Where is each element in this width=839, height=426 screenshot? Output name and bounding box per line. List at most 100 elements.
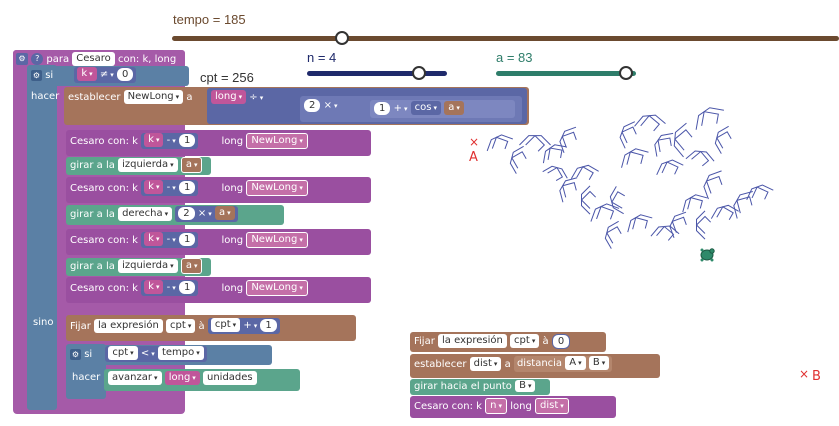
k-variable[interactable]: k▾ <box>144 280 164 294</box>
k-minus-one[interactable]: k▾ -▾ 1 <box>141 280 199 296</box>
a-variable[interactable]: a▾ <box>444 101 464 115</box>
fractal-motif <box>654 132 674 157</box>
turtle-icon[interactable] <box>698 245 716 263</box>
k-variable[interactable]: k▾ <box>144 133 164 147</box>
point-b-field[interactable]: B▾ <box>515 380 536 392</box>
cpt-variable[interactable]: cpt▾ <box>108 346 138 360</box>
plus-operator[interactable]: +▾ <box>393 103 408 114</box>
expression-field[interactable]: la expresión <box>94 319 163 333</box>
k-variable[interactable]: k▾ <box>144 180 164 194</box>
zero-value[interactable]: 0 <box>116 67 134 81</box>
k-variable[interactable]: k▾ <box>77 67 97 81</box>
expression-field[interactable]: la expresión <box>438 334 507 348</box>
forward-field[interactable]: avanzar▾ <box>108 371 162 385</box>
long-variable[interactable]: long▾ <box>211 90 247 104</box>
one-value[interactable]: 1 <box>178 180 196 194</box>
point-a-field[interactable]: A▾ <box>565 356 586 370</box>
one-value[interactable]: 1 <box>260 318 277 332</box>
lt-operator[interactable]: <▾ <box>140 348 155 359</box>
dist-variable[interactable]: dist▾ <box>534 398 569 414</box>
cesaro-call-4[interactable]: Cesaro con: k k▾ -▾ 1 long NewLong▾ <box>66 277 371 303</box>
set-dist-block[interactable]: establecer dist▾ a distancia A▾ B▾ <box>410 354 660 378</box>
newlong-variable[interactable]: NewLong▾ <box>246 280 308 296</box>
minus-operator[interactable]: -▾ <box>166 234 176 245</box>
cesaro-call-2[interactable]: Cesaro con: k k▾ -▾ 1 long NewLong▾ <box>66 177 371 203</box>
point-b-field[interactable]: B▾ <box>588 356 610 370</box>
forward-block[interactable]: avanzar▾ long▾ unidades <box>104 369 300 391</box>
a-slider-handle[interactable] <box>619 66 633 80</box>
point-b-marker[interactable]: × <box>799 367 810 381</box>
minus-operator[interactable]: -▾ <box>166 282 176 293</box>
if-header[interactable]: ⚙ si k▾ ≠▾ 0 <box>27 66 189 86</box>
k-minus-one[interactable]: k▾ -▾ 1 <box>141 232 199 248</box>
direction-right[interactable]: derecha▾ <box>118 207 173 221</box>
two-value[interactable]: 2 <box>178 206 195 220</box>
tempo-slider-track[interactable] <box>172 36 839 41</box>
point-a-marker[interactable]: × <box>469 135 480 149</box>
inner-if-header[interactable]: ⚙ si cpt▾ <▾ tempo▾ <box>66 345 272 365</box>
turn-left-block[interactable]: girar a la izquierda▾ a▾ <box>66 157 211 175</box>
plus-operator[interactable]: +▾ <box>243 320 258 331</box>
procedure-name-field[interactable]: Cesaro <box>72 52 115 66</box>
units-field[interactable]: unidades <box>203 371 257 385</box>
times-operator[interactable]: ×▾ <box>197 208 212 219</box>
a-variable[interactable]: a▾ <box>180 258 203 274</box>
a-slider-track[interactable] <box>496 71 636 76</box>
a-variable[interactable]: a▾ <box>180 157 203 173</box>
cpt-less-than-tempo[interactable]: cpt▾ <▾ tempo▾ <box>105 346 207 362</box>
zero-value[interactable]: 0 <box>551 333 571 349</box>
cesaro-call-3[interactable]: Cesaro con: k k▾ -▾ 1 long NewLong▾ <box>66 229 371 255</box>
direction-left[interactable]: izquierda▾ <box>118 158 178 172</box>
tempo-variable[interactable]: tempo▾ <box>157 346 204 360</box>
help-icon[interactable]: ? <box>31 53 44 65</box>
k-minus-one[interactable]: k▾ -▾ 1 <box>141 133 199 149</box>
n-slider-handle[interactable] <box>412 66 426 80</box>
long-label: long <box>510 401 532 412</box>
gear-icon[interactable]: ⚙ <box>70 348 81 360</box>
k-minus-one[interactable]: k▾ -▾ 1 <box>141 180 199 196</box>
n-slider-track[interactable] <box>307 71 447 76</box>
newlong-variable-field[interactable]: NewLong▾ <box>123 90 184 104</box>
two-value[interactable]: 2 <box>304 98 321 112</box>
n-variable[interactable]: n▾ <box>485 398 508 414</box>
cpt-variable[interactable]: cpt▾ <box>210 318 241 332</box>
turn-left-block-2[interactable]: girar a la izquierda▾ a▾ <box>66 258 211 276</box>
addition-block[interactable]: 1 +▾ cos▾ a▾ <box>370 100 515 118</box>
times-operator[interactable]: ×▾ <box>323 100 338 111</box>
newlong-variable[interactable]: NewLong▾ <box>246 232 308 248</box>
a-variable[interactable]: a▾ <box>214 206 235 220</box>
cesaro-call-1[interactable]: Cesaro con: k k▾ -▾ 1 long NewLong▾ <box>66 130 371 156</box>
distance-function[interactable]: distancia A▾ B▾ <box>513 356 613 372</box>
cpt-field[interactable]: cpt▾ <box>510 334 540 348</box>
cpt-plus-one[interactable]: cpt▾ +▾ 1 <box>207 318 280 334</box>
one-value[interactable]: 1 <box>374 101 391 115</box>
minus-operator[interactable]: -▾ <box>166 135 176 146</box>
one-value[interactable]: 1 <box>178 133 196 147</box>
newlong-variable[interactable]: NewLong▾ <box>246 133 308 149</box>
if-else-block[interactable] <box>27 65 57 410</box>
turn-right-block[interactable]: girar a la derecha▾ 2 ×▾ a▾ <box>66 205 284 225</box>
cesaro-call-standalone[interactable]: Cesaro con: k n▾ long dist▾ <box>410 396 616 418</box>
tempo-slider-handle[interactable] <box>335 31 349 45</box>
cos-function[interactable]: cos▾ <box>410 101 441 115</box>
dist-variable-field[interactable]: dist▾ <box>469 357 502 371</box>
direction-left[interactable]: izquierda▾ <box>118 259 178 273</box>
minus-operator[interactable]: -▾ <box>166 182 176 193</box>
set-cpt-zero-block[interactable]: Fijar la expresión cpt▾ à 0 <box>410 332 606 352</box>
long-variable[interactable]: long▾ <box>164 371 200 385</box>
gear-icon[interactable]: ⚙ <box>31 69 42 81</box>
fractal-motif <box>570 164 599 180</box>
div-operator[interactable]: ÷▾ <box>249 92 264 103</box>
condition-compare[interactable]: k▾ ≠▾ 0 <box>74 67 137 83</box>
newlong-variable[interactable]: NewLong▾ <box>246 180 308 196</box>
cpt-field[interactable]: cpt▾ <box>166 319 196 333</box>
turn-toward-point-block[interactable]: girar hacia el punto B▾ <box>410 379 550 395</box>
to-word: a <box>186 92 193 103</box>
one-value[interactable]: 1 <box>178 232 196 246</box>
k-variable[interactable]: k▾ <box>144 232 164 246</box>
gear-icon[interactable]: ⚙ <box>16 53 28 65</box>
one-value[interactable]: 1 <box>178 280 196 294</box>
two-times-a[interactable]: 2 ×▾ a▾ <box>175 206 238 222</box>
neq-operator[interactable]: ≠▾ <box>99 69 114 80</box>
set-cpt-block[interactable]: Fijar la expresión cpt▾ à cpt▾ +▾ 1 <box>66 315 356 341</box>
